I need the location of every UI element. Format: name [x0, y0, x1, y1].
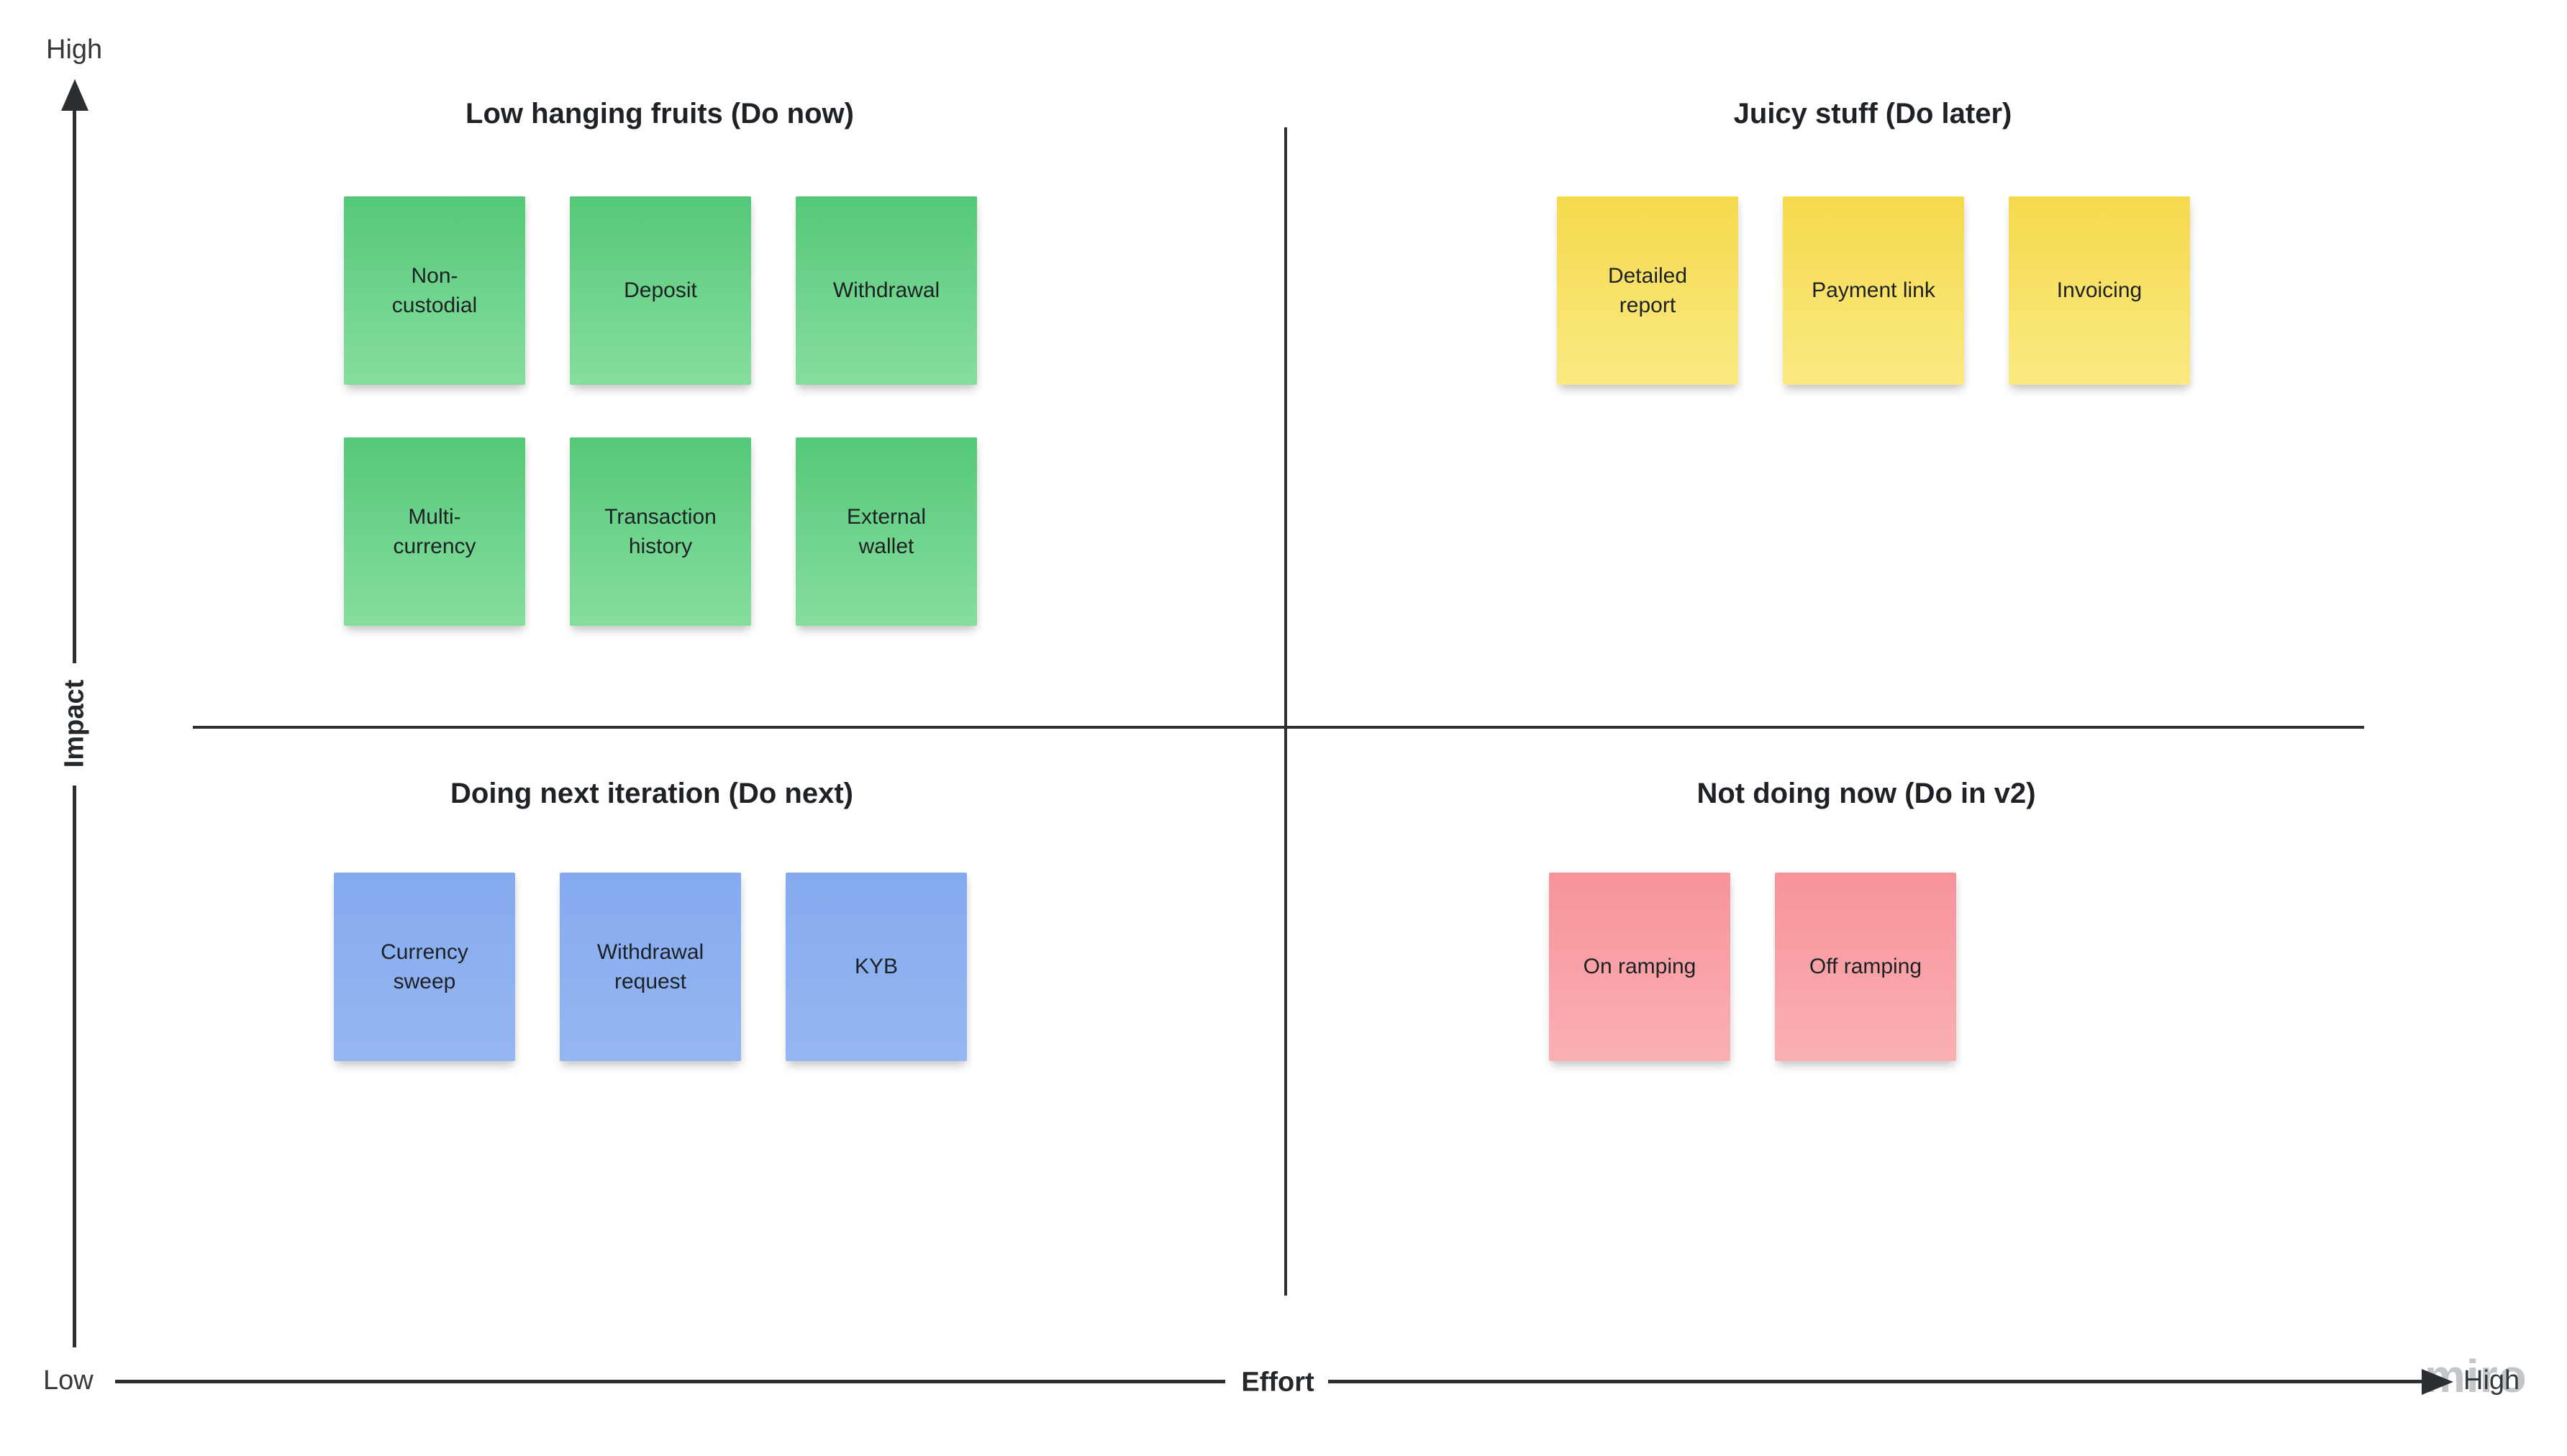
- sticky-note-label: Withdrawal request: [596, 939, 704, 993]
- quadrant-divider-horizontal: [193, 726, 2364, 729]
- sticky-note-invoicing[interactable]: Invoicing: [2009, 196, 2190, 385]
- sticky-note-currency-sweep[interactable]: Currency sweep: [334, 873, 515, 1061]
- impact-axis-title: Impact: [59, 679, 90, 768]
- sticky-note-label: Transaction history: [604, 504, 717, 558]
- sticky-note-external-wallet[interactable]: External wallet: [796, 437, 977, 626]
- sticky-note-on-ramping[interactable]: On ramping: [1549, 873, 1730, 1061]
- effort-high-label: High: [2463, 1365, 2520, 1396]
- quadrant-title-top-right: Juicy stuff (Do later): [1733, 98, 2012, 129]
- impact-low-label: Low: [43, 1365, 94, 1396]
- effort-axis-title: Effort: [1241, 1367, 1314, 1398]
- sticky-note-withdrawal[interactable]: Withdrawal: [796, 196, 977, 385]
- quadrant-title-bottom-left: Doing next iteration (Do next): [450, 778, 853, 809]
- sticky-note-deposit[interactable]: Deposit: [570, 196, 751, 385]
- impact-axis-arrow-icon: [61, 79, 88, 111]
- sticky-note-label: Non- custodial: [391, 263, 478, 317]
- sticky-note-transaction-history[interactable]: Transaction history: [570, 437, 751, 626]
- quadrant-title-bottom-right: Not doing now (Do in v2): [1696, 778, 2036, 809]
- effort-axis-arrow-icon: [2422, 1369, 2453, 1395]
- sticky-note-payment-link[interactable]: Payment link: [1783, 196, 1964, 385]
- sticky-note-non-custodial[interactable]: Non- custodial: [344, 196, 525, 385]
- sticky-note-kyb[interactable]: KYB: [786, 873, 967, 1061]
- sticky-note-label: External wallet: [846, 504, 927, 558]
- sticky-note-label: Invoicing: [2056, 278, 2143, 303]
- impact-high-label: High: [46, 35, 103, 65]
- sticky-note-label: Withdrawal: [832, 278, 940, 303]
- sticky-note-label: Payment link: [1812, 278, 1935, 303]
- sticky-note-label: On ramping: [1583, 955, 1696, 979]
- effort-axis-line-left: [115, 1380, 1225, 1383]
- sticky-note-label: Off ramping: [1809, 955, 1922, 979]
- quadrant-title-top-left: Low hanging fruits (Do now): [465, 98, 854, 129]
- impact-axis-line-lower: [73, 786, 76, 1347]
- impact-axis-line-upper: [73, 106, 76, 663]
- sticky-note-label: Currency sweep: [381, 939, 468, 993]
- sticky-note-multi-currency[interactable]: Multi- currency: [344, 437, 525, 626]
- sticky-note-label: Multi- currency: [393, 504, 476, 558]
- sticky-note-withdrawal-request[interactable]: Withdrawal request: [560, 873, 741, 1061]
- sticky-note-label: KYB: [854, 955, 899, 979]
- sticky-note-off-ramping[interactable]: Off ramping: [1775, 873, 1956, 1061]
- effort-axis-line-right: [1328, 1380, 2429, 1383]
- sticky-note-detailed-report[interactable]: Detailed report: [1557, 196, 1738, 385]
- sticky-note-label: Detailed report: [1607, 263, 1688, 317]
- quadrant-divider-vertical: [1284, 127, 1287, 1296]
- sticky-note-label: Deposit: [624, 278, 697, 303]
